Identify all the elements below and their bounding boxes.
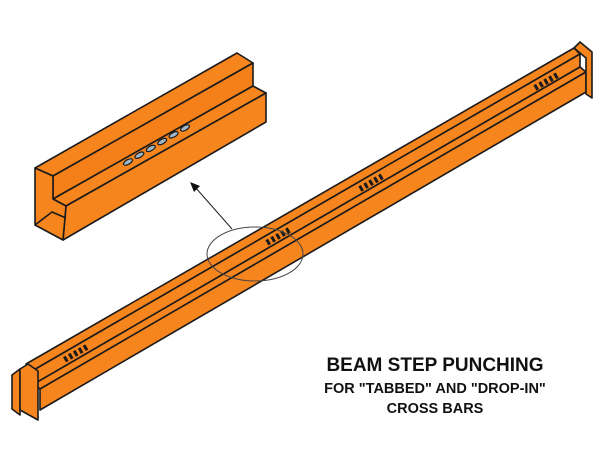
right-end-bracket bbox=[573, 41, 593, 99]
slot bbox=[368, 179, 374, 187]
slot bbox=[270, 235, 276, 243]
slot-group bbox=[63, 344, 89, 363]
detail-beam-section bbox=[34, 52, 267, 241]
left-end-bracket bbox=[11, 368, 21, 416]
slot-group bbox=[533, 72, 559, 91]
slot bbox=[67, 352, 74, 360]
left-end-bracket-front bbox=[19, 363, 39, 421]
slot bbox=[265, 238, 272, 246]
slot bbox=[533, 83, 540, 91]
slot-hole bbox=[145, 144, 156, 153]
slot-group bbox=[265, 227, 291, 246]
slot bbox=[275, 233, 281, 240]
callout-arrow-line bbox=[194, 186, 233, 230]
detail-callout-ellipse bbox=[206, 226, 304, 282]
slot bbox=[363, 182, 369, 189]
slot-hole bbox=[157, 137, 168, 146]
slot bbox=[82, 344, 89, 352]
slot bbox=[553, 72, 559, 80]
beam-slot-groups bbox=[63, 72, 559, 363]
slot bbox=[548, 75, 554, 83]
beam-step-ledge bbox=[33, 66, 587, 390]
slot bbox=[72, 350, 79, 357]
long-beam bbox=[11, 41, 593, 421]
slot bbox=[543, 78, 549, 85]
slot bbox=[378, 173, 384, 181]
detail-slots bbox=[122, 124, 191, 166]
callout-arrow-head bbox=[190, 182, 200, 192]
slot bbox=[373, 176, 379, 184]
slot-hole bbox=[168, 131, 179, 139]
slot bbox=[77, 347, 84, 354]
slot bbox=[63, 355, 69, 363]
detail-inner-edge bbox=[34, 211, 67, 226]
diagram-subtitle-line1: FOR "TABBED" AND "DROP-IN" bbox=[324, 381, 546, 397]
slot-hole bbox=[122, 158, 134, 166]
diagram-subtitle-line2: CROSS BARS bbox=[386, 401, 484, 417]
slot-hole bbox=[134, 151, 145, 159]
slot bbox=[538, 81, 544, 88]
slot bbox=[358, 185, 364, 192]
beam-channel-wall bbox=[31, 53, 581, 385]
diagram-title: BEAM STEP PUNCHING bbox=[326, 355, 544, 376]
slot-hole bbox=[179, 124, 191, 132]
slot-group bbox=[358, 173, 384, 192]
slot bbox=[285, 227, 291, 235]
